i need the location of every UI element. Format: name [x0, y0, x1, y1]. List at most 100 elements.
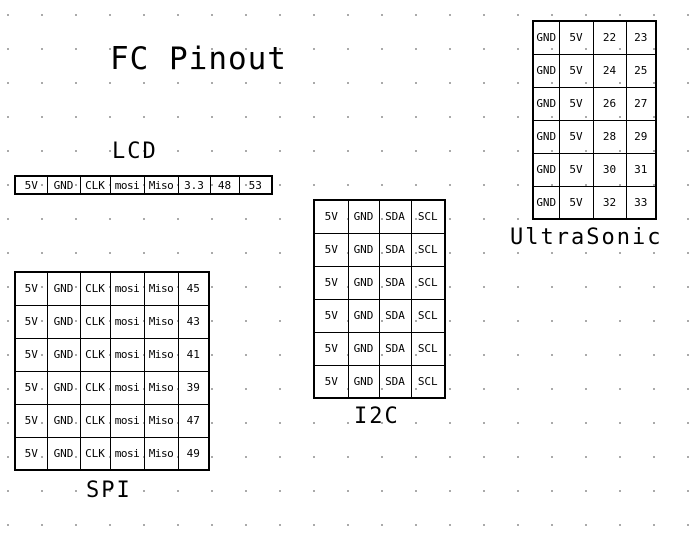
i2c-pin-cell: SDA: [378, 232, 412, 267]
lcd-pin-cell: mosi: [109, 175, 145, 195]
spi-pin-cell: CLK: [79, 304, 111, 339]
spi-pin-cell: CLK: [79, 436, 111, 471]
spi-pin-cell: 5V: [14, 304, 48, 339]
spi-pin-cell: GND: [46, 337, 81, 372]
spi-pin-cell: 47: [177, 403, 210, 438]
spi-pin-cell: 5V: [14, 337, 48, 372]
i2c-pin-cell: 5V: [313, 298, 349, 333]
spi-pin-cell: CLK: [79, 403, 111, 438]
ultrasonic-pin-cell: 5V: [558, 185, 594, 220]
spi-pin-cell: GND: [46, 304, 81, 339]
i2c-pin-cell: GND: [347, 298, 380, 333]
spi-pin-cell: mosi: [109, 370, 145, 405]
i2c-pin-cell: SCL: [410, 232, 446, 267]
i2c-pin-cell: SCL: [410, 298, 446, 333]
ultrasonic-pin-cell: 26: [592, 86, 627, 121]
ultrasonic-pin-cell: 31: [625, 152, 657, 187]
i2c-pin-cell: SCL: [410, 265, 446, 300]
i2c-pin-cell: GND: [347, 331, 380, 366]
lcd-label: LCD: [112, 139, 158, 164]
spi-pin-cell: 43: [177, 304, 210, 339]
spi-pin-cell: GND: [46, 370, 81, 405]
spi-pin-cell: 5V: [14, 436, 48, 471]
ultrasonic-pin-cell: 5V: [558, 53, 594, 88]
spi-pin-cell: 5V: [14, 403, 48, 438]
i2c-pin-cell: SDA: [378, 298, 412, 333]
i2c-pin-cell: SCL: [410, 331, 446, 366]
ultrasonic-pin-cell: 25: [625, 53, 657, 88]
spi-pin-cell: 41: [177, 337, 210, 372]
ultrasonic-pin-cell: GND: [532, 119, 560, 154]
lcd-pin-cell: GND: [46, 175, 81, 195]
i2c-pin-cell: SDA: [378, 199, 412, 234]
ultrasonic-pin-cell: GND: [532, 152, 560, 187]
ultrasonic-pin-cell: GND: [532, 53, 560, 88]
spi-pin-cell: GND: [46, 436, 81, 471]
spi-pin-cell: mosi: [109, 403, 145, 438]
lcd-pin-cell: CLK: [79, 175, 111, 195]
ultrasonic-pin-cell: 32: [592, 185, 627, 220]
i2c-pin-cell: 5V: [313, 232, 349, 267]
i2c-pin-cell: GND: [347, 364, 380, 399]
spi-pin-cell: Miso: [143, 436, 179, 471]
i2c-pin-cell: SDA: [378, 364, 412, 399]
i2c-pin-cell: 5V: [313, 364, 349, 399]
ultrasonic-pin-cell: 22: [592, 20, 627, 55]
i2c-pin-cell: 5V: [313, 331, 349, 366]
ultrasonic-pin-cell: 5V: [558, 86, 594, 121]
spi-pin-cell: Miso: [143, 304, 179, 339]
i2c-pin-cell: 5V: [313, 265, 349, 300]
spi-pin-cell: Miso: [143, 370, 179, 405]
i2c-pin-cell: GND: [347, 199, 380, 234]
i2c-pin-cell: GND: [347, 232, 380, 267]
spi-pin-cell: 5V: [14, 370, 48, 405]
spi-pin-cell: CLK: [79, 271, 111, 306]
spi-pin-cell: 49: [177, 436, 210, 471]
ultrasonic-pin-cell: 33: [625, 185, 657, 220]
ultrasonic-pin-cell: 5V: [558, 20, 594, 55]
ultrasonic-pin-cell: 5V: [558, 152, 594, 187]
i2c-pin-cell: 5V: [313, 199, 349, 234]
lcd-pin-cell: 5V: [14, 175, 48, 195]
ultrasonic-pin-cell: GND: [532, 185, 560, 220]
ultrasonic-pin-cell: GND: [532, 20, 560, 55]
spi-pin-cell: 45: [177, 271, 210, 306]
ultrasonic-label: UltraSonic: [510, 225, 663, 250]
lcd-pin-cell: 3.3: [177, 175, 211, 195]
spi-label: SPI: [86, 478, 132, 503]
ultrasonic-pin-cell: 28: [592, 119, 627, 154]
ultrasonic-pin-cell: 23: [625, 20, 657, 55]
ultrasonic-pin-cell: GND: [532, 86, 560, 121]
spi-pin-cell: Miso: [143, 337, 179, 372]
i2c-pin-cell: SDA: [378, 265, 412, 300]
spi-pin-cell: mosi: [109, 304, 145, 339]
spi-pin-cell: mosi: [109, 271, 145, 306]
i2c-pin-cell: GND: [347, 265, 380, 300]
spi-pin-cell: Miso: [143, 271, 179, 306]
spi-pin-cell: CLK: [79, 337, 111, 372]
spi-pin-cell: mosi: [109, 337, 145, 372]
i2c-label: I2C: [354, 404, 400, 429]
lcd-pin-cell: 53: [238, 175, 273, 195]
ultrasonic-pin-cell: 5V: [558, 119, 594, 154]
ultrasonic-pin-cell: 24: [592, 53, 627, 88]
